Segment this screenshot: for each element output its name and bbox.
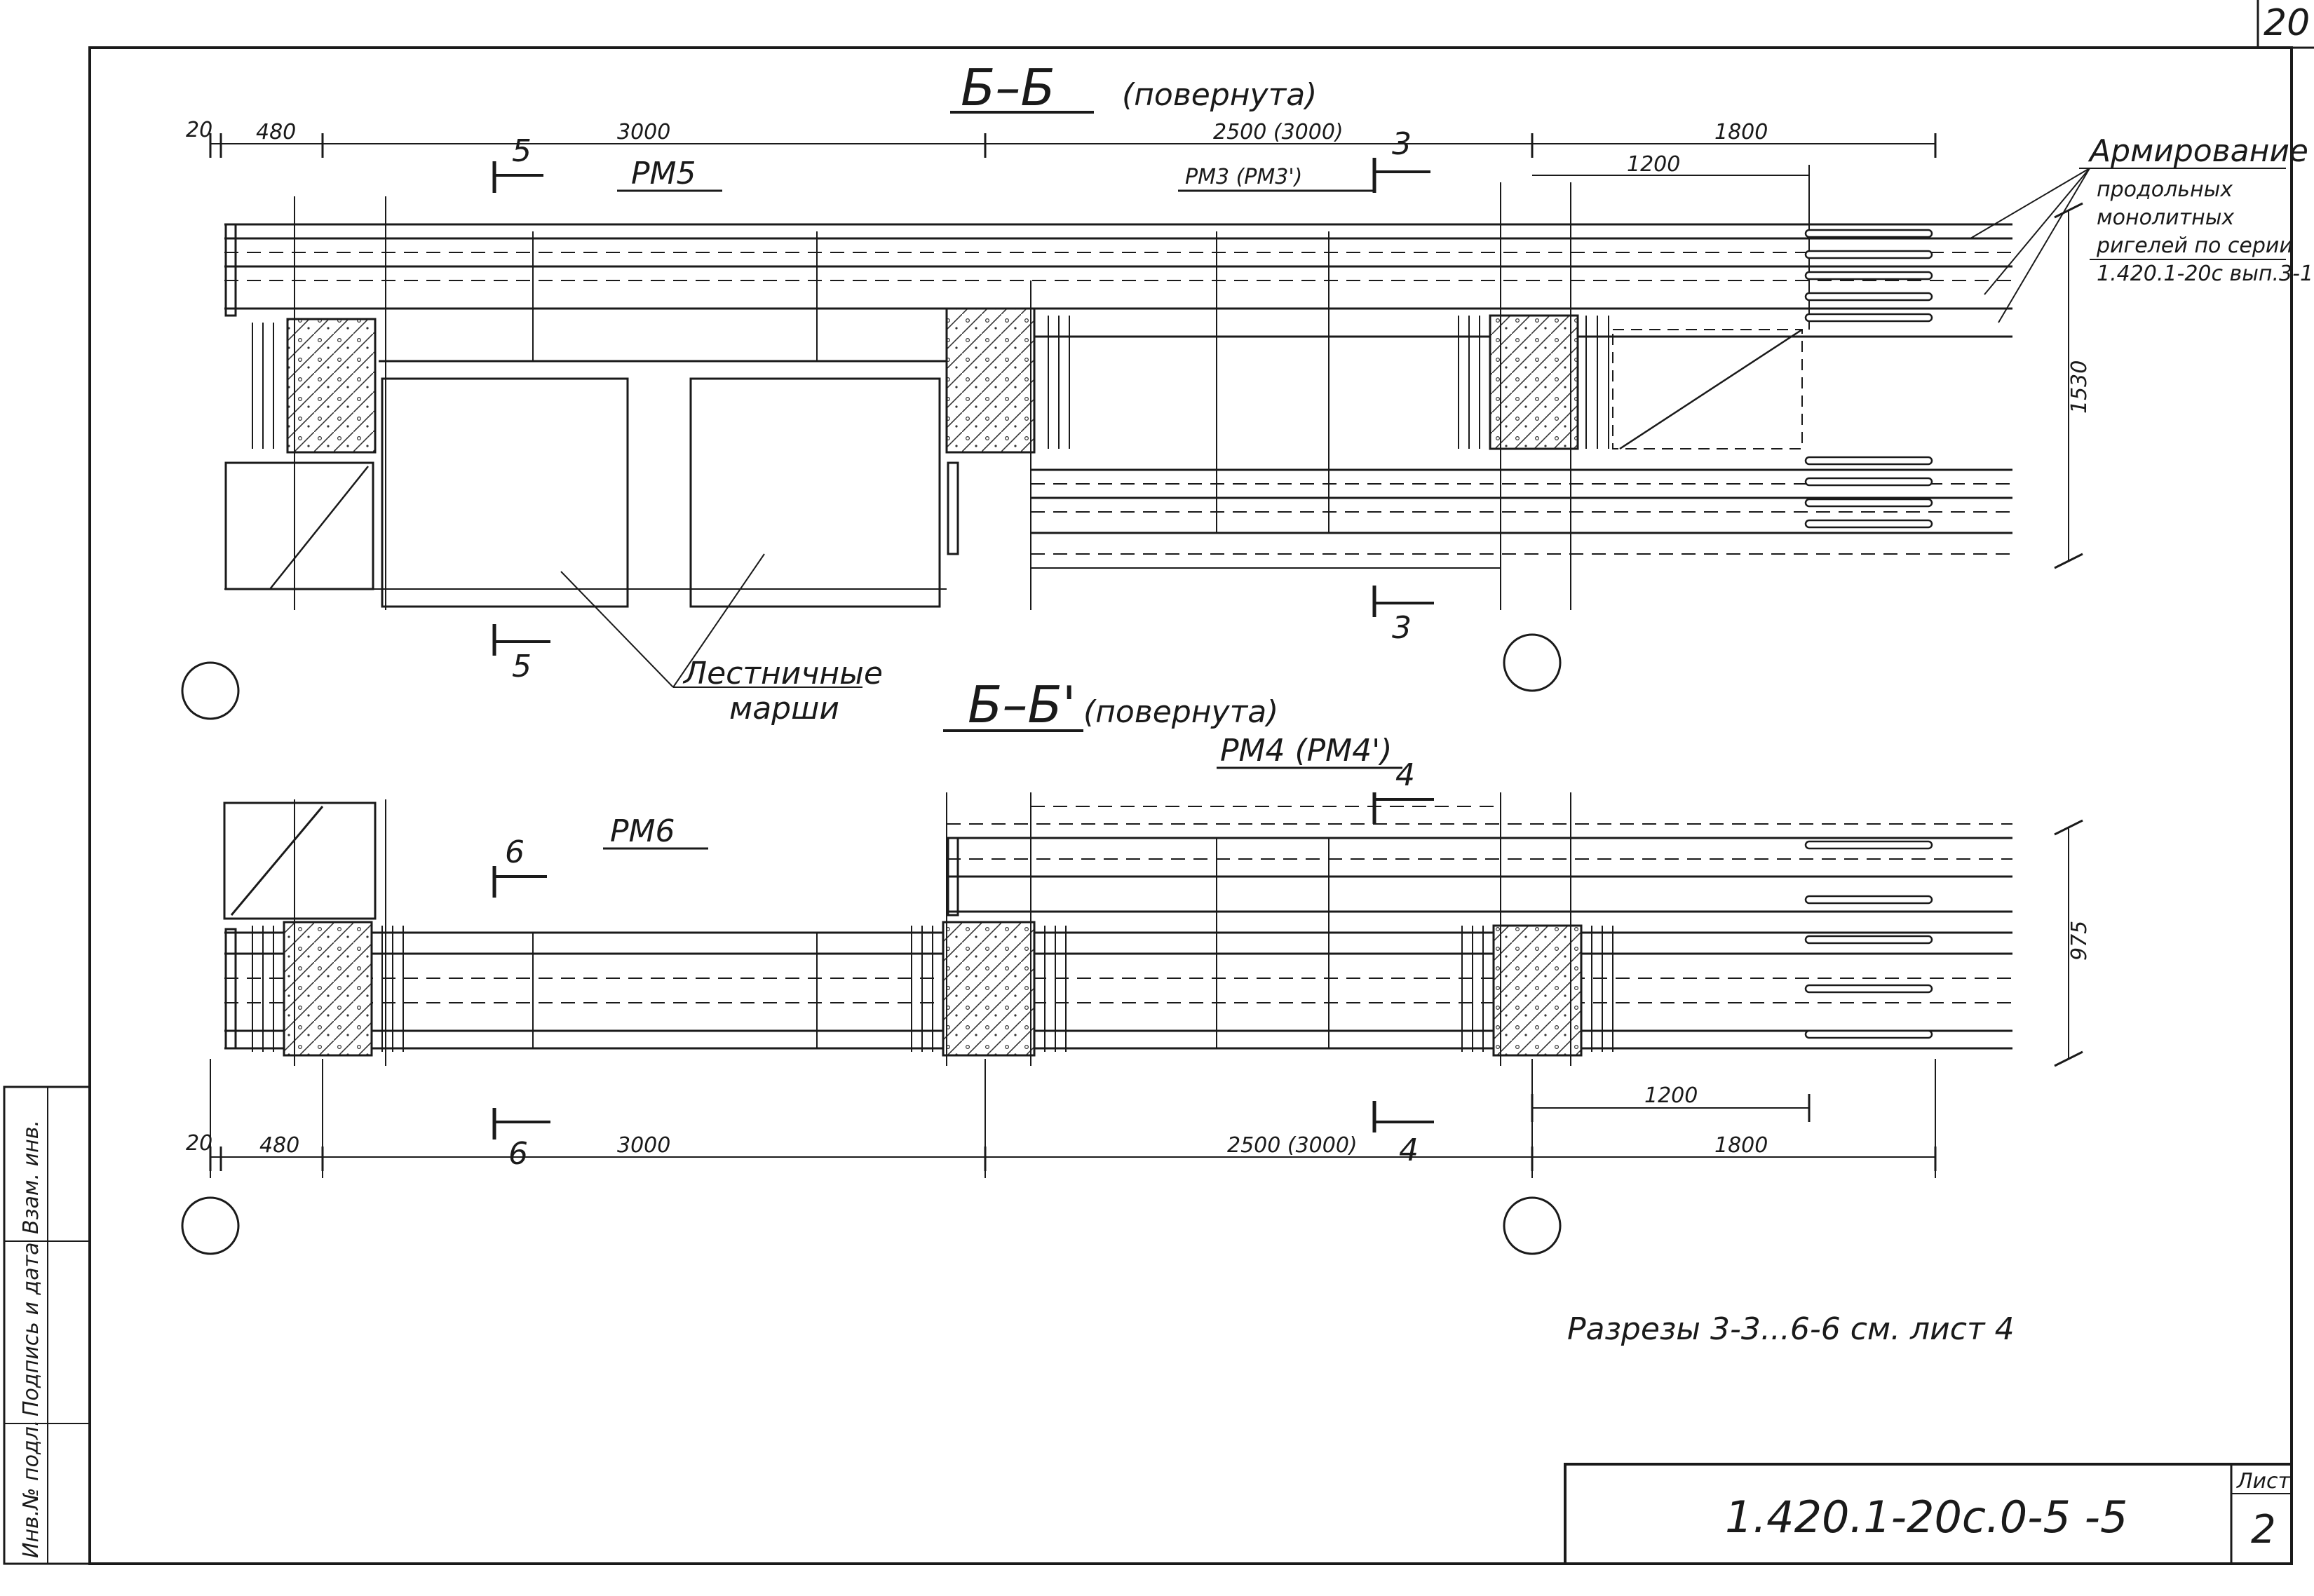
svg-text:5: 5 <box>512 649 532 684</box>
cut-marker-4-top: 4 <box>1372 757 1434 824</box>
grid-axis-marker-2 <box>1503 633 1562 692</box>
title-block: 1.420.1-20с.0-5 -5 Лист 2 <box>1564 1463 2293 1565</box>
dim-480-bottom: 480 <box>259 1133 299 1158</box>
stamp-inv-podl: Инв.№ подл. <box>19 1420 43 1558</box>
svg-text:3: 3 <box>1392 126 1412 162</box>
dim-1800-top: 1800 <box>1714 120 1768 144</box>
stamp-vzam: Взам. инв. <box>19 1120 43 1234</box>
section-bb: Б–Б (повернута) 20 480 3000 2500 (3000) … <box>181 58 2313 726</box>
section-bb1-title: Б–Б' <box>968 675 1076 734</box>
grid-axis-marker-1 <box>181 661 240 720</box>
cut-marker-3-top: 3 <box>1372 126 1430 193</box>
dim-1800-bottom: 1800 <box>1714 1133 1768 1158</box>
dim-1200-top: 1200 <box>1627 152 1680 177</box>
grid-axis-marker-3 <box>181 1196 240 1255</box>
label-pm3: РМ3 (РМ3') <box>1185 165 1302 189</box>
dim-3000-bottom: 3000 <box>617 1133 670 1158</box>
svg-text:продольных: продольных <box>2097 177 2233 202</box>
svg-text:5: 5 <box>512 133 532 169</box>
svg-text:6: 6 <box>505 834 525 870</box>
section-bb-title: Б–Б <box>961 58 1055 117</box>
stairs-label-2: марши <box>729 691 839 726</box>
dim-20-bottom: 20 <box>186 1131 212 1156</box>
cut-marker-5-bottom: 5 <box>492 624 550 684</box>
svg-text:1.420.1-20с вып.3-1: 1.420.1-20с вып.3-1 <box>2097 262 2313 286</box>
dim-1530: 1530 <box>2067 360 2092 414</box>
dim-2500-top: 2500 (3000) <box>1213 120 1344 144</box>
sheet-number: 2 <box>2251 1507 2276 1553</box>
label-pm5: РМ5 <box>631 156 696 191</box>
dim-975: 975 <box>2067 921 2092 961</box>
svg-text:4: 4 <box>1395 757 1415 793</box>
section-bb1: Б–Б' (повернута) РМ4 (РМ4') РМ6 4 6 <box>181 675 2092 1347</box>
dim-3000-top: 3000 <box>617 120 670 144</box>
cut-marker-5-top: 5 <box>492 133 543 193</box>
dim-1200-bottom: 1200 <box>1644 1083 1698 1108</box>
cut-marker-4-bottom: 4 <box>1372 1101 1434 1168</box>
dim-2500-bottom: 2500 (3000) <box>1227 1133 1358 1158</box>
svg-text:6: 6 <box>508 1136 528 1172</box>
sheet-label: Лист <box>2236 1469 2292 1494</box>
section-bb1-subtitle: (повернута) <box>1083 694 1278 730</box>
svg-text:Армирование: Армирование <box>2088 133 2308 169</box>
side-stamp: Инв.№ подл. Подпись и дата Взам. инв. <box>3 1086 91 1565</box>
stair-opening <box>224 377 941 688</box>
cut-marker-6-bottom: 6 <box>492 1108 550 1172</box>
stairs-label-1: Лестничные <box>682 656 883 691</box>
column-2-bottom <box>942 921 1036 1057</box>
svg-text:монолитных: монолитных <box>2097 205 2234 230</box>
svg-text:ригелей по серии: ригелей по серии <box>2096 234 2293 258</box>
column-1-bottom <box>283 921 373 1057</box>
label-pm6: РМ6 <box>610 813 675 849</box>
sheet-frame: 20 <box>88 0 2314 1565</box>
column-1-top <box>286 318 377 454</box>
dim-480-top: 480 <box>256 120 296 144</box>
stamp-podpis: Подпись и дата <box>19 1243 43 1417</box>
svg-text:3: 3 <box>1392 610 1412 646</box>
corner-number: 20 <box>2264 2 2310 44</box>
column-2-top <box>945 307 1036 454</box>
reinforcement-note: Армирование продольных монолитных ригеле… <box>1970 133 2313 323</box>
dim-20-top: 20 <box>186 118 212 142</box>
grid-axis-marker-4 <box>1503 1196 1562 1255</box>
stamp-code: 1.420.1-20с.0-5 -5 <box>1725 1492 2128 1543</box>
column-3-top <box>1489 314 1579 450</box>
cut-marker-6-top: 6 <box>492 834 547 898</box>
column-3-bottom <box>1492 924 1583 1057</box>
sections-note: Разрезы 3-3...6-6 см. лист 4 <box>1567 1311 2015 1347</box>
svg-text:4: 4 <box>1399 1132 1419 1168</box>
cut-marker-3-bottom: 3 <box>1372 586 1434 646</box>
section-bb-subtitle: (повернута) <box>1122 77 1317 113</box>
label-pm4: РМ4 (РМ4') <box>1220 733 1392 769</box>
